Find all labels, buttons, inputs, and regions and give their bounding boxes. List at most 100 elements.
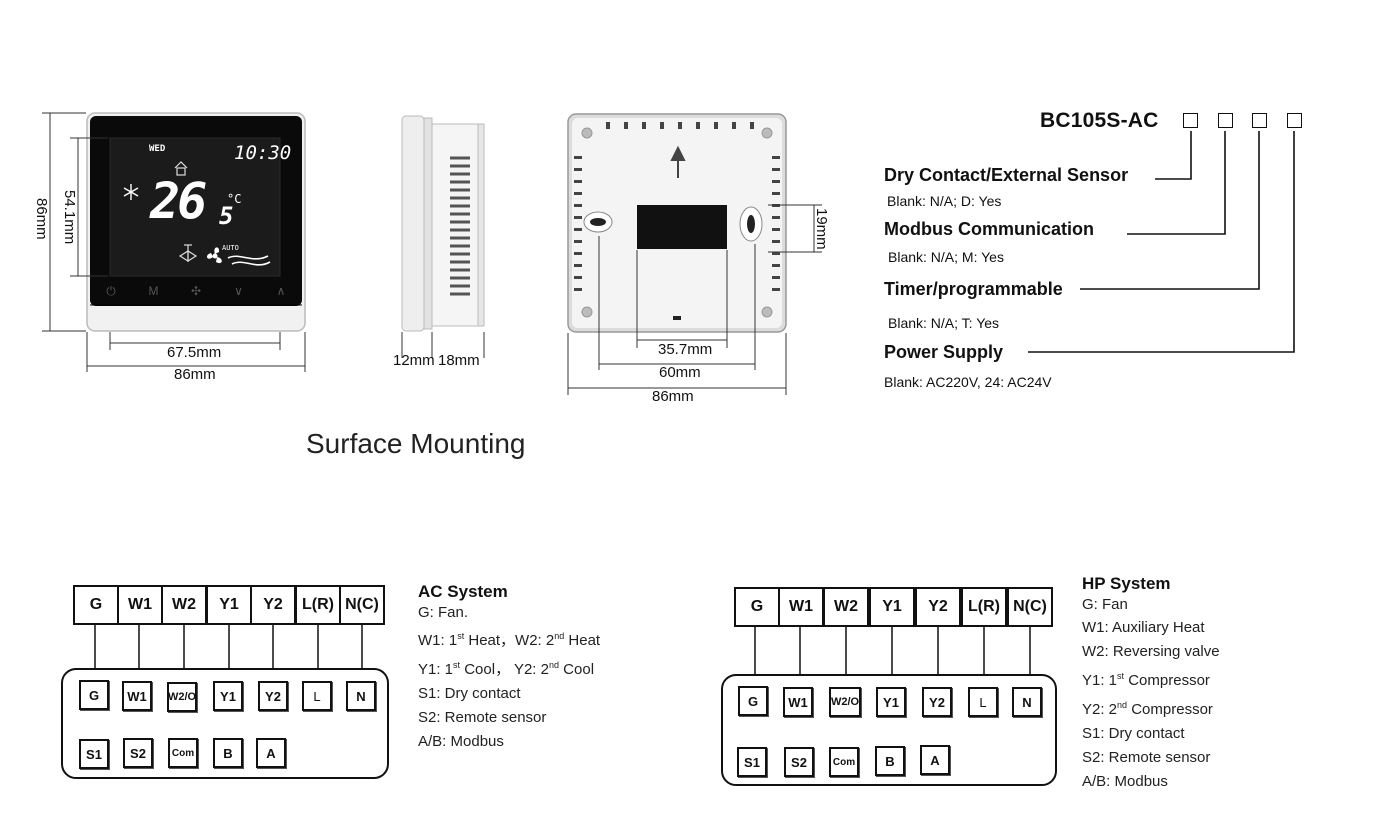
hp-top-terminal-lr: L(R) [961, 587, 1007, 627]
hp-legend-y2: Y2: 2nd Compressor [1082, 700, 1213, 718]
hp-legend-y1: Y1: 1st Compressor [1082, 671, 1210, 689]
hp-terminal-g: G [738, 686, 768, 716]
option-power-head: Power Supply [884, 342, 1004, 362]
home-icon [174, 161, 188, 176]
lcd-time: 10:30 [234, 142, 292, 164]
lcd-fan-mode: AUTO [222, 244, 239, 252]
ac-legend-y: Y1: 1st Cool， Y2: 2nd Cool [418, 660, 595, 678]
hp-legend-g: G: Fan [1082, 596, 1128, 613]
code-box-2 [1218, 113, 1233, 128]
model-code-leader-lines [1028, 131, 1295, 353]
ac-legend-s1: S1: Dry contact [418, 685, 521, 702]
wind-icon [227, 255, 271, 266]
mounting-caption: Surface Mounting [306, 428, 526, 459]
front-height-outer-label: 86mm [33, 198, 50, 240]
hp-top-terminal-g: G [734, 587, 780, 627]
ac-legend: AC System G: Fan. W1: 1st Heat，W2: 2nd H… [418, 582, 600, 754]
hp-terminal-n: N [1012, 687, 1042, 717]
ac-terminal-l: L [302, 681, 332, 711]
ac-terminal-y2: Y2 [258, 681, 288, 711]
fan-button[interactable]: ✣ [190, 284, 202, 298]
hp-terminal-l: L [968, 687, 998, 717]
hp-legend-s2: S2: Remote sensor [1082, 749, 1211, 766]
hp-terminal-s2: S2 [784, 747, 814, 777]
lcd-temperature: 26 [150, 172, 207, 230]
lcd-temperature-decimal: 5 [219, 202, 234, 230]
side-depth-b-label: 18mm [438, 352, 480, 369]
hp-legend-w1: W1: Auxiliary Heat [1082, 619, 1205, 636]
hp-legend-w2: W2: Reversing valve [1082, 643, 1220, 660]
hp-top-terminal-w2: W2 [823, 587, 869, 627]
ac-terminal-b: B [213, 738, 243, 768]
back-slot-height-label: 19mm [813, 208, 830, 250]
back-width-inner-label: 60mm [659, 364, 701, 381]
ac-terminal-a: A [256, 738, 286, 768]
front-width-inner-label: 67.5mm [167, 344, 222, 361]
hp-terminal-s1: S1 [737, 747, 767, 777]
hp-top-terminal-y2: Y2 [915, 587, 961, 627]
ac-terminal-w1: W1 [122, 681, 152, 711]
hp-legend-title: HP System [1082, 574, 1171, 593]
valve-icon [178, 244, 198, 263]
code-box-3 [1252, 113, 1267, 128]
hp-terminal-a: A [920, 745, 950, 775]
hp-terminal-y1: Y1 [876, 687, 906, 717]
ac-top-terminal-w2: W2 [161, 585, 207, 625]
hp-legend-ab: A/B: Modbus [1082, 773, 1168, 790]
ac-terminal-s1: S1 [79, 739, 109, 769]
hp-terminal-w2o: W2/O [829, 687, 861, 717]
hp-top-terminal-y1: Y1 [869, 587, 915, 627]
ac-legend-w: W1: 1st Heat，W2: 2nd Heat [418, 631, 601, 649]
ac-legend-ab: A/B: Modbus [418, 733, 504, 750]
ac-top-terminal-y2: Y2 [250, 585, 296, 625]
option-power-sub: Blank: AC220V, 24: AC24V [884, 374, 1052, 390]
ac-terminal-y1: Y1 [213, 681, 243, 711]
ac-legend-g: G: Fan. [418, 604, 469, 621]
front-width-outer-label: 86mm [174, 366, 216, 383]
code-box-4 [1287, 113, 1302, 128]
option-timer-head: Timer/programmable [884, 279, 1063, 299]
hp-terminal-com: Com [829, 747, 859, 777]
back-width-outer-label: 86mm [652, 388, 694, 405]
ac-top-terminal-w1: W1 [117, 585, 163, 625]
option-timer-sub: Blank: N/A; T: Yes [888, 315, 1000, 331]
hp-legend-s1: S1: Dry contact [1082, 725, 1185, 742]
hp-top-terminal-w1: W1 [778, 587, 824, 627]
hp-terminal-w1: W1 [783, 687, 813, 717]
lcd-unit: °C [227, 192, 242, 206]
ac-legend-title: AC System [418, 582, 508, 601]
ac-top-terminal-nc: N(C) [339, 585, 385, 625]
snowflake-icon [123, 184, 139, 200]
model-code-title: BC105S-AC [1040, 109, 1159, 132]
hp-terminal-y2: Y2 [922, 687, 952, 717]
ac-top-terminal-g: G [73, 585, 119, 625]
mode-button[interactable]: M [148, 284, 159, 298]
hp-top-terminal-nc: N(C) [1007, 587, 1053, 627]
back-hole-spacing-label: 35.7mm [658, 341, 713, 358]
front-view-drawing [42, 112, 306, 372]
option-modbus-sub: Blank: N/A; M: Yes [888, 249, 1004, 265]
hp-terminal-b: B [875, 746, 905, 776]
ac-legend-s2: S2: Remote sensor [418, 709, 547, 726]
ac-terminal-g: G [79, 680, 109, 710]
side-view-drawing [401, 115, 485, 358]
down-button[interactable]: ∨ [234, 284, 243, 298]
ac-top-terminal-y1: Y1 [206, 585, 252, 625]
ac-terminal-com: Com [168, 738, 198, 768]
back-view-drawing [567, 113, 822, 395]
code-box-1 [1183, 113, 1198, 128]
option-dry-contact-sub: Blank: N/A; D: Yes [887, 193, 1002, 209]
fan-icon [206, 247, 222, 264]
front-height-inner-label: 54.1mm [61, 190, 78, 245]
lcd-day: WED [149, 144, 166, 154]
hp-legend: HP System G: Fan W1: Auxiliary Heat W2: … [1082, 574, 1220, 794]
ac-top-terminal-lr: L(R) [295, 585, 341, 625]
up-button[interactable]: ∧ [276, 284, 286, 298]
ac-terminal-s2: S2 [123, 738, 153, 768]
side-depth-a-label: 12mm [393, 352, 435, 369]
front-button-row: ⏻ M ✣ ∨ ∧ [96, 284, 296, 302]
option-dry-contact-head: Dry Contact/External Sensor [884, 165, 1129, 185]
option-modbus-head: Modbus Communication [884, 219, 1094, 239]
power-button[interactable]: ⏻ [106, 284, 116, 298]
ac-terminal-w2o: W2/O [167, 682, 197, 712]
